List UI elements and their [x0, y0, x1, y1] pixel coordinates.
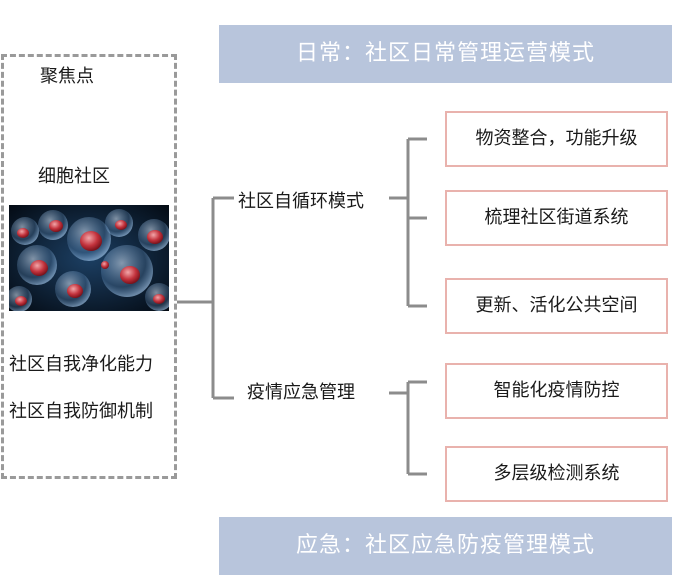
self-cycle-mode-label: 社区自循环模式 — [238, 187, 364, 213]
item-street-system: 梳理社区街道系统 — [445, 190, 668, 246]
epidemic-mode-label: 疫情应急管理 — [247, 378, 355, 404]
item-smart-prevention: 智能化疫情防控 — [445, 363, 668, 419]
banner-emergency-mode: 应急：社区应急防疫管理模式 — [219, 517, 672, 575]
item-multilevel-testing: 多层级检测系统 — [445, 446, 668, 502]
item-public-space: 更新、活化公共空间 — [445, 278, 668, 334]
item-resource-integration: 物资整合，功能升级 — [445, 111, 668, 167]
